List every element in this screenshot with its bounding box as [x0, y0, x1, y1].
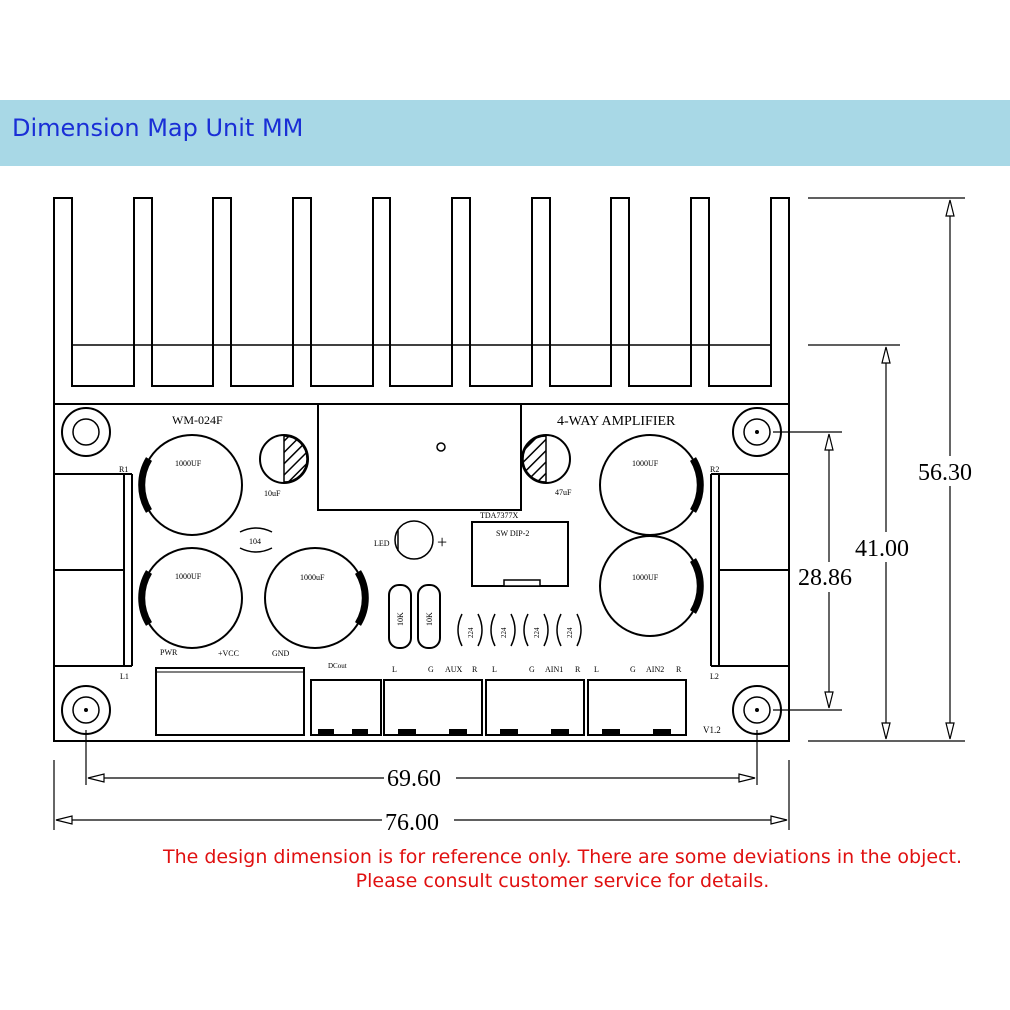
capacitor-large-label: 1000UF	[175, 572, 202, 581]
capacitor-large-label: 1000UF	[632, 573, 659, 582]
capacitor-224-label: 224	[566, 627, 574, 638]
dip-switch-label: SW DIP-2	[496, 529, 529, 538]
speaker-terminal-left	[53, 473, 133, 667]
resistor-10k	[417, 584, 441, 649]
heatsink	[53, 197, 790, 404]
capacitor-large	[138, 434, 243, 536]
ain1-connector	[485, 679, 585, 736]
speaker-terminal-right	[710, 473, 790, 667]
ain1-label-l: L	[492, 665, 497, 674]
ceramic-capacitor-224	[556, 613, 582, 647]
dcout-connector	[310, 679, 382, 736]
capacitor-large	[599, 535, 704, 637]
label-pwr: PWR	[160, 648, 178, 657]
led-label: LED	[374, 539, 390, 548]
dip-switch	[471, 521, 569, 587]
capacitor-10uf	[259, 434, 309, 484]
resistor-10k-label: 10K	[425, 612, 434, 626]
mounting-hole-top-left	[61, 407, 111, 457]
capacitor-224-label: 224	[467, 627, 475, 638]
banner-title: Dimension Map Unit MM	[12, 114, 304, 142]
disclaimer-line-2: Please consult customer service for deta…	[355, 870, 770, 892]
label-r2: R2	[710, 465, 719, 474]
ain2-label-g: G	[630, 665, 636, 674]
extension-lines	[53, 197, 965, 830]
label-l1: L1	[120, 672, 129, 681]
ain1-label-r: R	[575, 665, 581, 674]
ain2-label-l: L	[594, 665, 599, 674]
version-label: V1.2	[703, 725, 721, 735]
amplifier-chip	[317, 403, 522, 511]
disclaimer-line-1: The design dimension is for reference on…	[162, 846, 963, 868]
label-dcout: DCout	[328, 662, 347, 670]
ain2-label-name: AIN2	[646, 665, 664, 674]
dimension-hole-span-height-label: 41.00	[855, 536, 909, 562]
ceramic-capacitor-224	[457, 613, 483, 647]
title-banner: Dimension Map Unit MM	[0, 100, 1010, 166]
dimension-inner-height-label: 28.86	[798, 565, 852, 591]
capacitor-large	[138, 547, 243, 649]
led-plus-label: +	[437, 532, 447, 552]
capacitor-large-label: 1000uF	[300, 573, 325, 582]
capacitor-large	[264, 547, 369, 649]
board-title-label: 4-WAY AMPLIFIER	[557, 414, 676, 429]
dimension-total-height-label: 56.30	[918, 460, 972, 486]
ceramic-capacitor-104	[239, 527, 273, 553]
ceramic-capacitor-224	[490, 613, 516, 647]
ain1-label-g: G	[529, 665, 535, 674]
capacitor-large	[599, 434, 704, 536]
aux-label-r: R	[472, 665, 478, 674]
label-l2: L2	[710, 672, 719, 681]
capacitor-large-label: 1000UF	[632, 459, 659, 468]
capacitor-10uf-label: 10uF	[264, 489, 281, 498]
capacitor-47uf-label: 47uF	[555, 488, 572, 497]
capacitor-47uf	[521, 434, 571, 484]
power-terminal	[155, 667, 305, 736]
ain1-label-name: AIN1	[545, 665, 563, 674]
aux-label-g: G	[428, 665, 434, 674]
resistor-10k	[388, 584, 412, 649]
ain2-label-r: R	[676, 665, 682, 674]
capacitor-large-label: 1000UF	[175, 459, 202, 468]
resistor-10k-label: 10K	[396, 612, 405, 626]
capacitor-104-label: 104	[249, 537, 261, 546]
dip-switch-notch	[503, 579, 541, 587]
aux-connector	[383, 679, 483, 736]
board-model-label: WM-024F	[172, 413, 223, 427]
chip-label: TDA7377X	[480, 511, 518, 520]
capacitor-224-label: 224	[500, 627, 508, 638]
ain2-connector	[587, 679, 687, 736]
led-indicator	[394, 520, 434, 560]
aux-label-l: L	[392, 665, 397, 674]
label-gnd: GND	[272, 649, 290, 658]
label-vcc: +VCC	[218, 649, 239, 658]
capacitor-224-label: 224	[533, 627, 541, 638]
ceramic-capacitor-224	[523, 613, 549, 647]
label-r1: R1	[119, 465, 128, 474]
dimension-total-width-label: 76.00	[385, 810, 439, 836]
aux-label-name: AUX	[445, 665, 463, 674]
dimension-hole-span-width-label: 69.60	[387, 766, 441, 792]
chip-hole	[436, 442, 446, 452]
